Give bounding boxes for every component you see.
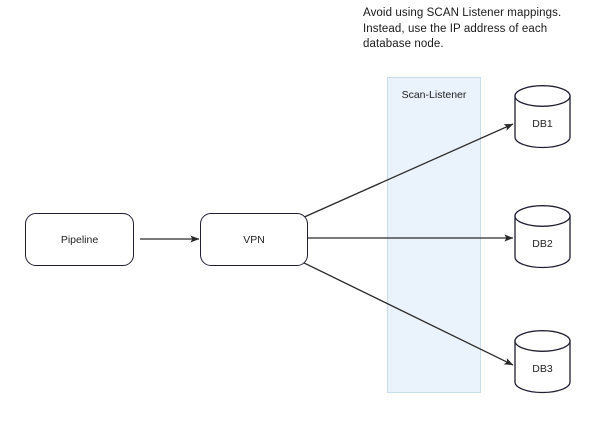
node-database-db2-label: DB2 — [532, 238, 553, 250]
node-vpn[interactable]: VPN — [200, 213, 308, 266]
cylinder-icon — [514, 85, 571, 149]
node-database-db1-label: DB1 — [532, 118, 553, 130]
cylinder-icon — [514, 330, 571, 394]
scan-listener-zone-label: Scan-Listener — [401, 89, 467, 101]
node-pipeline[interactable]: Pipeline — [25, 213, 134, 266]
node-database-db3-label: DB3 — [532, 363, 553, 375]
scan-listener-zone[interactable]: Scan-Listener — [387, 77, 481, 393]
node-database-db1[interactable]: DB1 — [514, 85, 571, 149]
node-vpn-label: VPN — [243, 233, 265, 246]
annotation-note: Avoid using SCAN Listener mappings. Inst… — [363, 6, 588, 53]
node-database-db2[interactable]: DB2 — [514, 205, 571, 269]
node-pipeline-label: Pipeline — [60, 233, 99, 246]
cylinder-icon — [514, 205, 571, 269]
node-database-db3[interactable]: DB3 — [514, 330, 571, 394]
annotation-note-text: Avoid using SCAN Listener mappings. Inst… — [363, 7, 562, 50]
